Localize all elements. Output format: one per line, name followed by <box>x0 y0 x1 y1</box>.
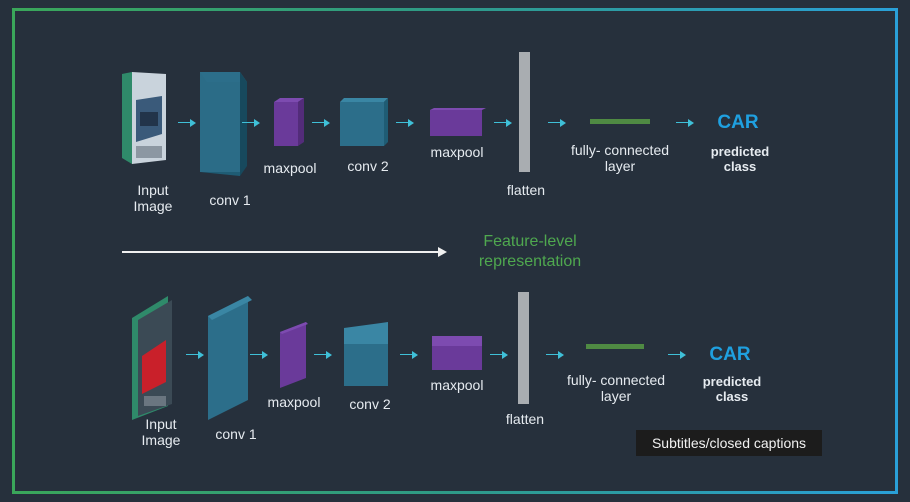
bottom-maxpool2-block <box>432 336 482 370</box>
top-predicted-label: predicted class <box>710 144 770 174</box>
bottom-arrow-4 <box>400 350 418 360</box>
bottom-conv1-label: conv 1 <box>215 426 257 442</box>
bottom-flatten-label: flatten <box>505 411 545 427</box>
bottom-conv2-label: conv 2 <box>349 396 391 412</box>
top-class-name: CAR <box>717 112 759 133</box>
bottom-input-label: Input Image <box>141 416 181 448</box>
top-conv2-label: conv 2 <box>347 158 389 174</box>
bottom-arrow-1 <box>186 350 204 360</box>
top-arrow-3 <box>312 118 330 128</box>
bottom-predicted-label: predicted class <box>702 374 762 404</box>
bottom-flatten-bar <box>518 292 529 404</box>
bottom-arrow-5 <box>490 350 508 360</box>
top-flatten-bar <box>519 52 530 172</box>
bottom-arrow-3 <box>314 350 332 360</box>
bottom-arrow-6 <box>546 350 564 360</box>
top-conv2-block <box>340 98 388 146</box>
top-arrow-7 <box>676 118 694 128</box>
top-input-image <box>122 72 166 164</box>
bottom-class-name: CAR <box>709 344 751 365</box>
bottom-maxpool2-label: maxpool <box>430 377 484 393</box>
top-flatten-label: flatten <box>506 182 546 198</box>
bottom-conv1-block <box>208 296 252 420</box>
bottom-maxpool1-label: maxpool <box>267 394 321 410</box>
top-arrow-5 <box>494 118 512 128</box>
feature-arrow <box>122 247 448 257</box>
subtitles-caption: Subtitles/closed captions <box>636 430 822 456</box>
top-fc-bar <box>590 119 650 124</box>
top-arrow-2 <box>242 118 260 128</box>
top-maxpool2-block <box>430 108 486 136</box>
top-input-label: Input Image <box>133 182 173 214</box>
bottom-maxpool1-block <box>280 322 308 388</box>
bottom-arrow-2 <box>250 350 268 360</box>
top-maxpool1-label: maxpool <box>263 160 317 176</box>
top-conv1-label: conv 1 <box>209 192 251 208</box>
top-arrow-4 <box>396 118 414 128</box>
bottom-fc-label: fully- connected layer <box>566 372 666 404</box>
feature-level-label: Feature-level representation <box>478 233 582 270</box>
bottom-arrow-7 <box>668 350 686 360</box>
top-arrow-6 <box>548 118 566 128</box>
bottom-fc-bar <box>586 344 644 349</box>
top-fc-label: fully- connected layer <box>570 142 670 174</box>
top-maxpool1-block <box>274 98 304 146</box>
top-arrow-1 <box>178 118 196 128</box>
bottom-conv2-block <box>344 322 388 386</box>
top-maxpool2-label: maxpool <box>430 144 484 160</box>
bottom-input-image <box>132 296 172 420</box>
top-conv1-block <box>200 72 247 176</box>
